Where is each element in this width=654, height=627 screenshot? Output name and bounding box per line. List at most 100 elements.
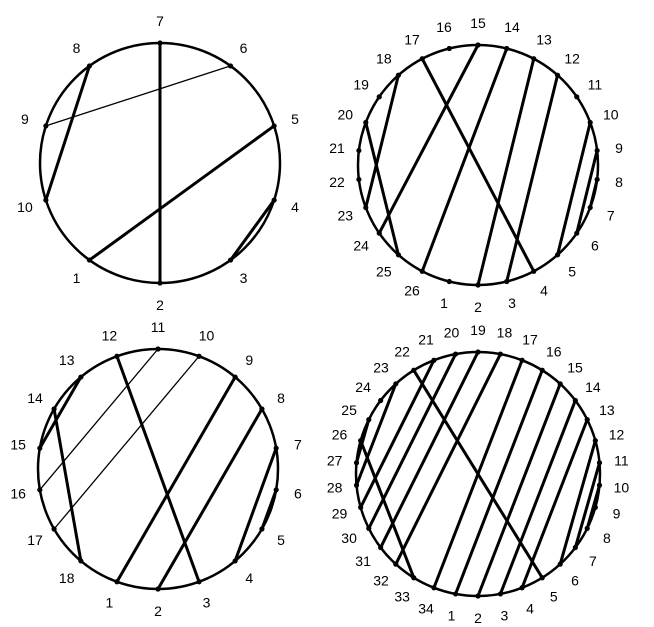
vertex-dot	[557, 561, 563, 567]
chord-8-10	[44, 64, 91, 202]
chord-16-1	[454, 368, 544, 596]
chord-14-26	[420, 46, 509, 273]
vertex-dot	[196, 579, 202, 585]
vertex-label: 23	[373, 360, 389, 376]
vertex-dot	[271, 197, 277, 203]
vertex-label: 13	[59, 352, 75, 368]
vertex-label: 26	[404, 283, 420, 299]
chord-23-28	[355, 382, 398, 487]
vertex-dot	[504, 278, 510, 285]
vertex-dot	[358, 438, 364, 444]
chord-8-7	[588, 177, 599, 210]
vertex-dot	[363, 204, 369, 211]
vertex-dot	[596, 482, 603, 488]
vertex-dot	[395, 72, 402, 78]
vertex-dot	[114, 579, 120, 585]
vertex-label: 8	[277, 390, 285, 406]
vertex-dot	[43, 123, 49, 129]
vertex-label: 15	[567, 360, 583, 376]
vertex-label: 11	[614, 453, 629, 469]
vertex-dot	[43, 197, 49, 203]
vertex-label: 6	[240, 40, 248, 56]
vertex-dot	[431, 357, 437, 363]
vertex-label: 5	[291, 111, 299, 127]
vertex-label: 18	[376, 51, 392, 67]
chord-20-30	[367, 352, 458, 530]
vertex-label: 33	[394, 588, 410, 604]
vertex-dot	[475, 282, 481, 288]
vertex-dot	[592, 438, 598, 444]
vertex-dot	[419, 268, 425, 274]
vertex-label: 14	[27, 390, 43, 406]
vertex-label: 1	[440, 295, 448, 311]
vertex-label: 7	[294, 436, 302, 452]
chord-12-3	[505, 73, 560, 284]
chord-1-5	[87, 124, 276, 262]
vertex-dot	[157, 280, 163, 286]
vertex-label: 21	[418, 332, 434, 348]
chord-11-7	[573, 461, 601, 550]
vertex-label: 9	[21, 111, 29, 127]
vertex-dot	[155, 346, 161, 352]
vertex-dot	[475, 42, 481, 48]
vertex-dot	[574, 230, 580, 236]
vertex-label: 4	[245, 570, 253, 586]
vertex-dot	[114, 353, 120, 359]
vertex-label: 34	[418, 600, 434, 616]
chord-12-6	[558, 439, 597, 566]
vertex-label: 6	[591, 238, 599, 254]
vertex-label: 11	[588, 76, 603, 92]
vertex-label: 24	[353, 238, 369, 254]
vertex-dot	[358, 504, 364, 510]
vertex-label: 27	[327, 453, 343, 469]
chord-14-3	[498, 398, 577, 596]
vertex-label: 1	[106, 594, 114, 610]
vertex-label: 4	[540, 283, 548, 299]
vertex-label: 8	[73, 40, 81, 56]
vertex-dot	[51, 526, 57, 532]
vertex-label: 3	[508, 295, 516, 311]
vertex-label: 16	[546, 344, 562, 360]
vertex-dot	[475, 593, 481, 599]
chord-9-6	[45, 65, 232, 127]
vertex-label: 1	[448, 608, 456, 624]
vertex-dot	[86, 257, 93, 263]
vertex-label: 23	[337, 207, 353, 223]
chord-13-15	[38, 375, 83, 450]
chord-26-33	[359, 439, 416, 580]
vertex-dot	[37, 445, 43, 451]
vertex-dot	[273, 445, 279, 451]
vertex-dot	[497, 351, 504, 357]
vertex-dot	[557, 381, 563, 387]
vertex-label: 10	[199, 328, 215, 344]
vertex-label: 5	[550, 588, 558, 604]
vertex-dot	[353, 460, 360, 466]
vertex-dot	[452, 591, 459, 597]
vertex-label: 12	[564, 51, 580, 67]
chord-21-29	[359, 358, 436, 509]
vertex-label: 32	[373, 572, 389, 588]
vertex-label: 2	[474, 610, 482, 626]
vertex-label: 7	[607, 207, 615, 223]
vertex-dot	[376, 230, 382, 236]
vertex-dot	[78, 374, 84, 380]
vertex-dot	[227, 63, 234, 69]
vertex-dot	[232, 558, 238, 564]
vertex-dot	[592, 504, 598, 510]
vertex-dot	[393, 561, 399, 567]
vertex-label: 8	[603, 530, 611, 546]
vertex-label: 24	[355, 379, 371, 395]
vertex-dot	[366, 417, 372, 423]
vertex-label: 31	[355, 553, 371, 569]
vertex-label: 2	[156, 297, 164, 313]
vertex-dot	[259, 406, 265, 412]
vertex-label: 3	[501, 608, 509, 624]
vertex-label: 11	[151, 319, 166, 335]
vertex-label: 22	[329, 174, 345, 190]
vertex-dot	[378, 397, 384, 404]
vertex-dot	[353, 482, 360, 488]
